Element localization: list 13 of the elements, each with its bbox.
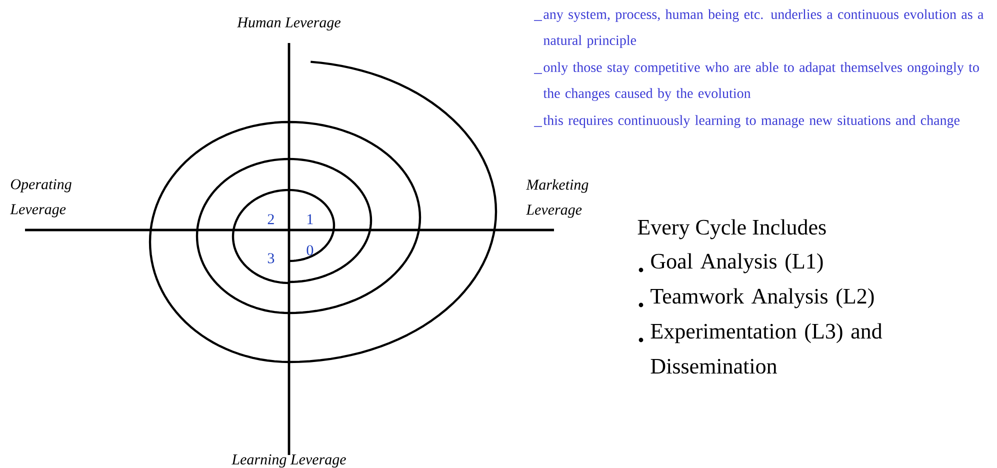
cycle-number: 2	[268, 214, 274, 224]
axis-label: Operating Leverage	[10, 179, 72, 218]
list-item: Goal Analysis (L1)	[651, 253, 823, 274]
note-text: this requires continuously learning to manage new situations and change	[543, 115, 960, 128]
cycle-number: 1	[308, 214, 313, 224]
axis-label: Learning Leverage	[232, 454, 346, 468]
list-heading: Every Cycle Includes	[638, 219, 826, 240]
axis-label: Human Leverage	[237, 18, 341, 30]
cycle-number: 3	[268, 253, 274, 264]
axis-label: Marketing Leverage	[526, 179, 588, 218]
list-item: Teamwork Analysis (L2)	[650, 288, 874, 308]
list-item: Experimentation (L3) and Dissemination	[650, 323, 882, 374]
cycle-number: 0	[306, 245, 314, 256]
